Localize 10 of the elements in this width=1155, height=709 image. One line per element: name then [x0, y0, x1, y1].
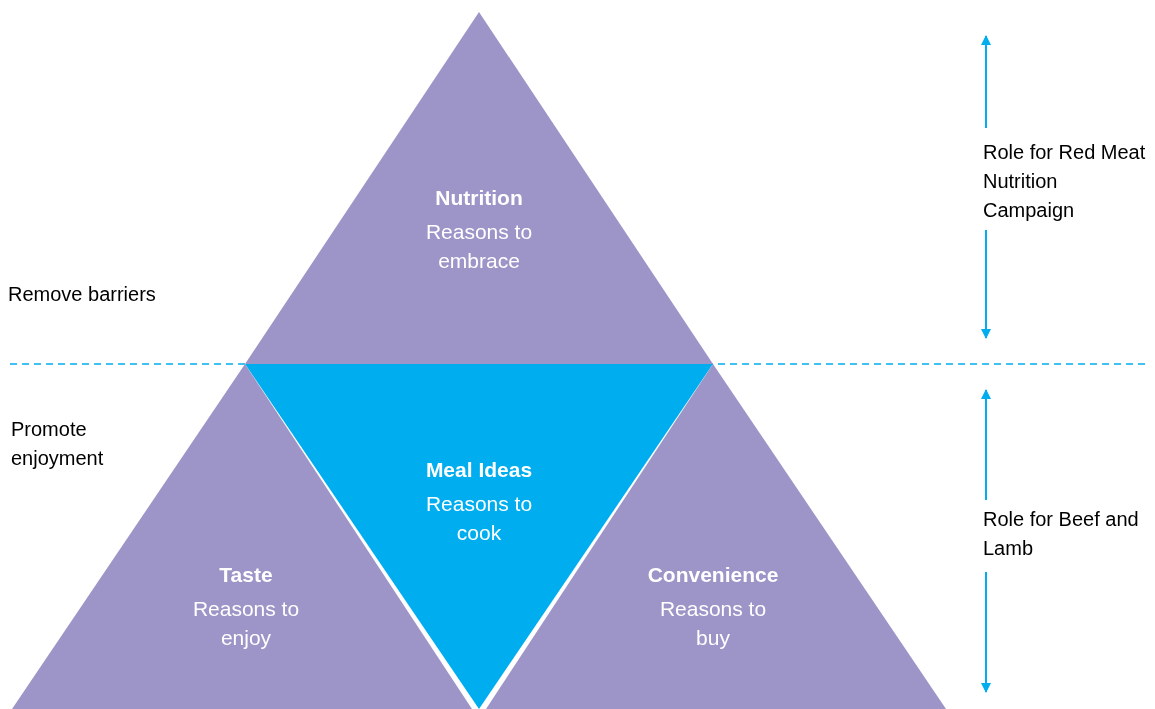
segment-text: Reasons to buy	[658, 596, 768, 651]
segment-heading: Meal Ideas	[424, 457, 534, 483]
segment-text: Reasons to embrace	[424, 219, 534, 274]
segment-heading: Taste	[218, 562, 274, 588]
segment-heading: Convenience	[646, 562, 780, 588]
segment-text: Reasons to enjoy	[191, 596, 301, 651]
segment-heading: Nutrition	[434, 185, 524, 211]
side-label: Promote enjoyment	[11, 417, 105, 471]
side-label: Remove barriers	[8, 282, 157, 307]
segment-text: Reasons to cook	[424, 491, 534, 546]
